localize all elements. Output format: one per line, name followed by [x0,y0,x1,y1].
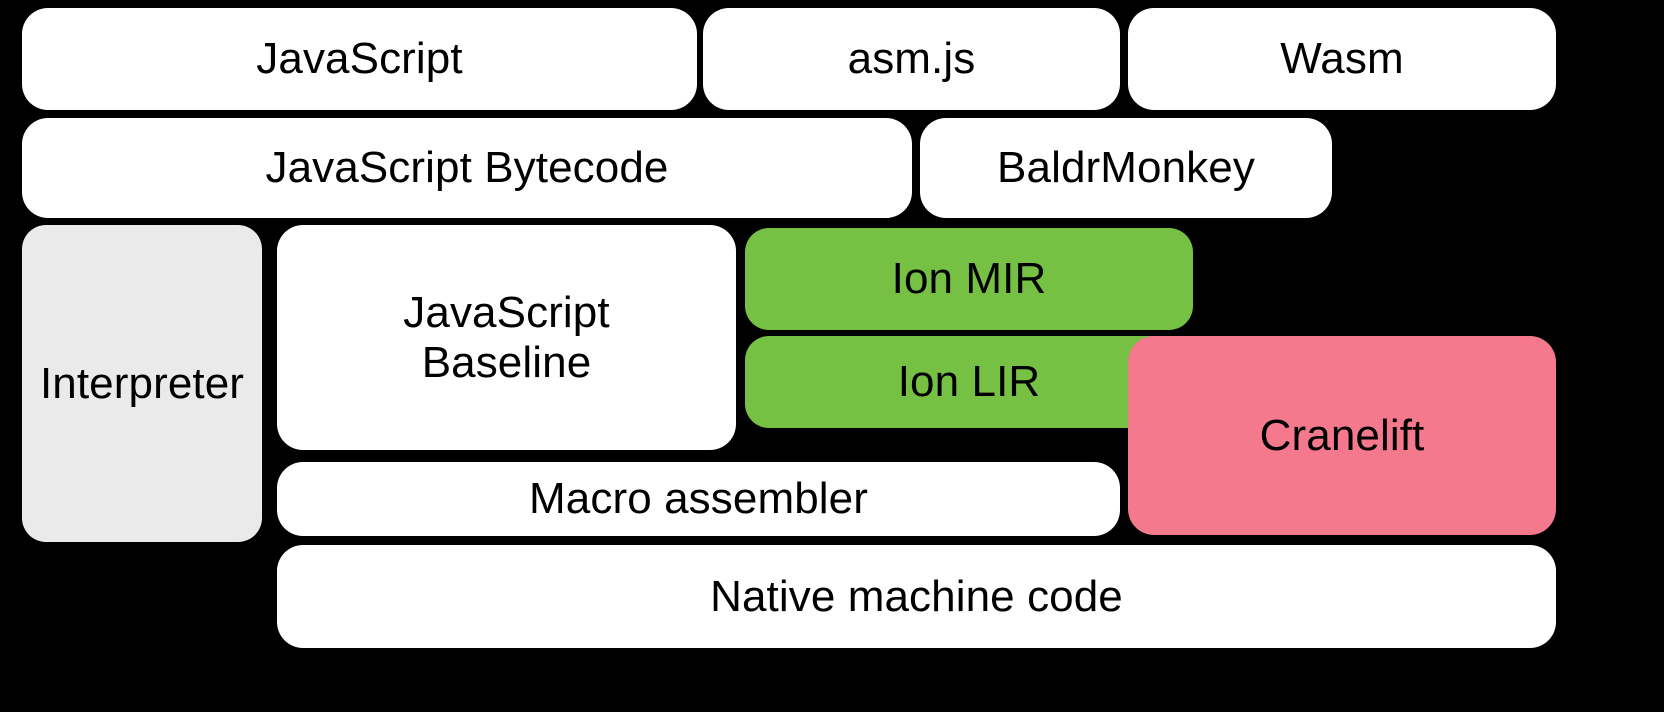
node-macro-assembler[interactable]: Macro assembler [277,462,1120,536]
node-baldrmonkey[interactable]: BaldrMonkey [920,118,1332,218]
node-javascript-bytecode[interactable]: JavaScript Bytecode [22,118,912,218]
node-javascript-baseline[interactable]: JavaScript Baseline [277,225,736,450]
node-ion-mir[interactable]: Ion MIR [745,228,1193,330]
node-ion-lir[interactable]: Ion LIR [745,336,1193,428]
node-cranelift[interactable]: Cranelift [1128,336,1556,535]
node-native-machine-code[interactable]: Native machine code [277,545,1556,648]
node-interpreter[interactable]: Interpreter [22,225,262,542]
node-javascript[interactable]: JavaScript [22,8,697,110]
node-wasm[interactable]: Wasm [1128,8,1556,110]
node-asmjs[interactable]: asm.js [703,8,1120,110]
